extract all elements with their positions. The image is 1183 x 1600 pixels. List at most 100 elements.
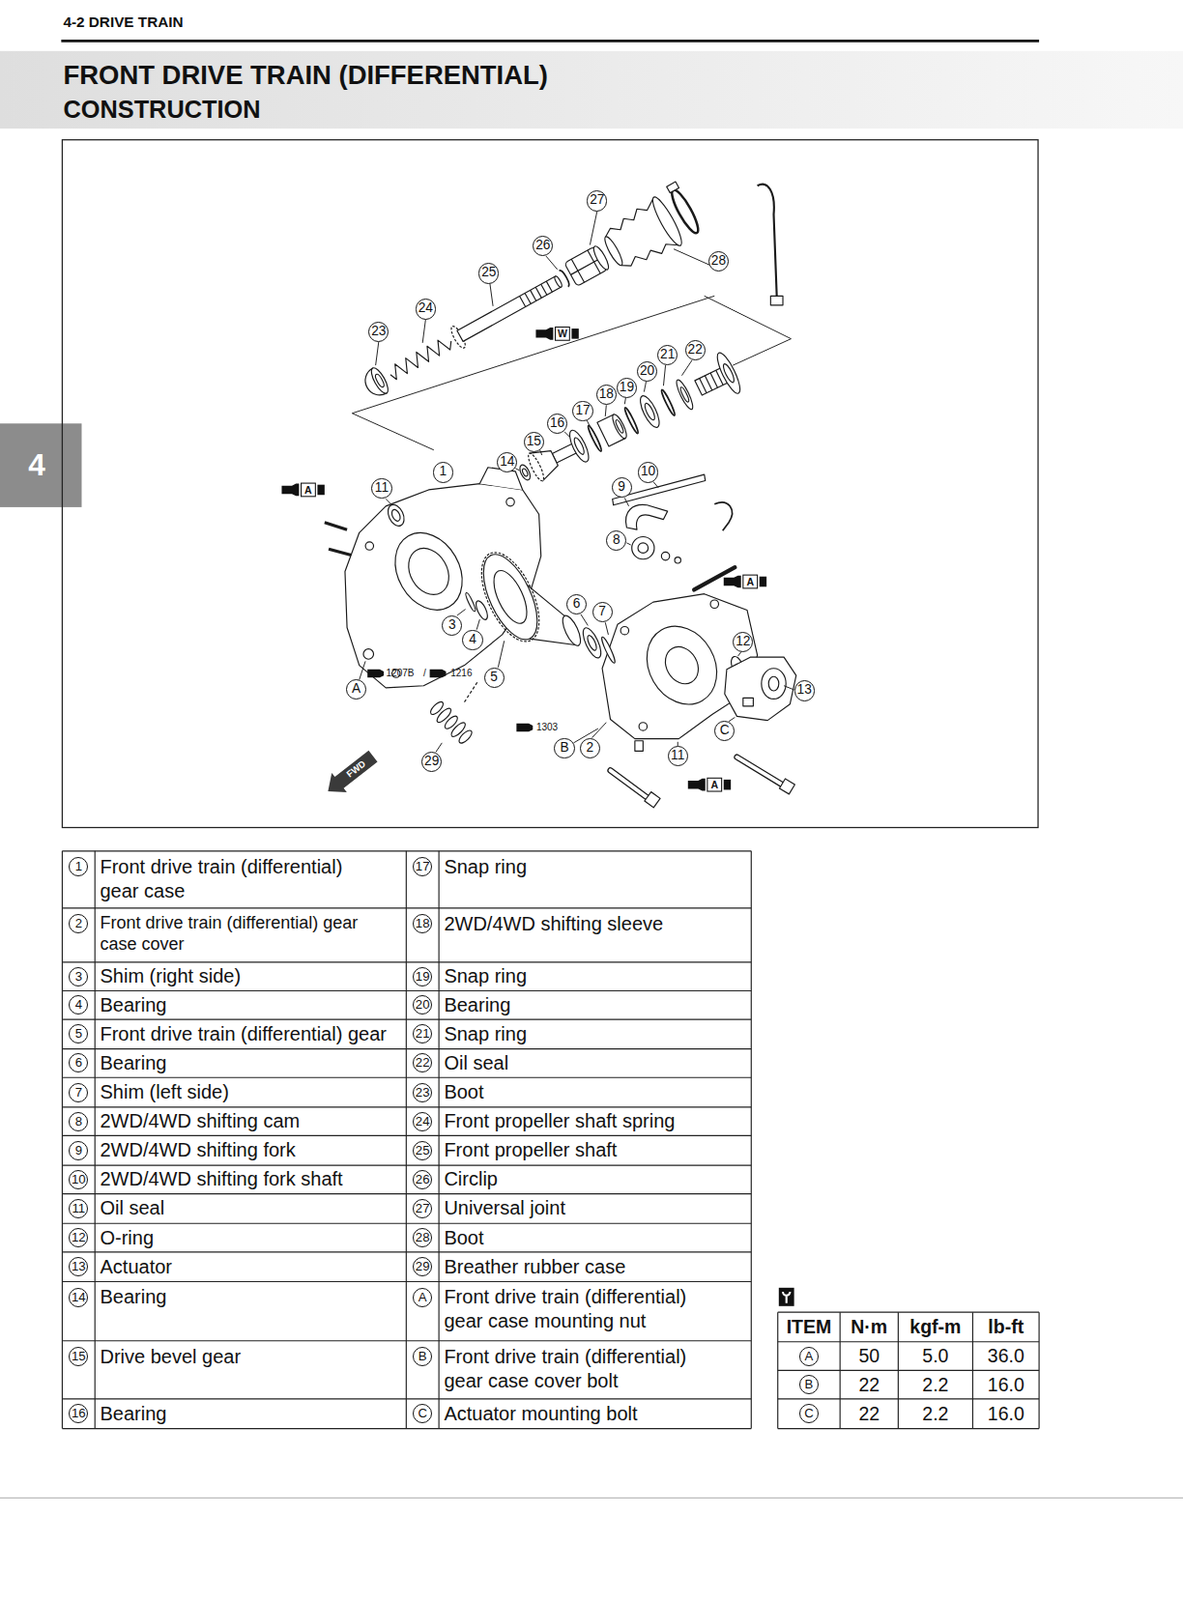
part-number: 12: [68, 1228, 88, 1248]
sealant-icon: [516, 723, 533, 732]
table-header: N·m: [850, 1316, 888, 1338]
pinion-parts: [623, 406, 640, 434]
callout-number: 15: [523, 432, 545, 453]
part-name: O-ring: [99, 1227, 154, 1250]
shift-parts: [714, 502, 732, 531]
part-name: Actuator mounting bolt: [443, 1403, 637, 1426]
callout-number: 14: [496, 452, 518, 473]
callout-number: 20: [636, 361, 658, 382]
propeller-shaft: [600, 197, 681, 276]
gear-case: [345, 484, 542, 689]
part-name: Oil seal: [443, 1052, 509, 1075]
section-heading: CONSTRUCTION: [62, 95, 260, 124]
propeller-shaft: [352, 181, 705, 412]
part-name: Universal joint: [443, 1197, 566, 1220]
gear-case-cover: [638, 722, 647, 731]
torque-value: 50: [858, 1345, 880, 1367]
shift-parts: [625, 504, 667, 530]
pinion-parts: [713, 350, 745, 397]
sealant-icon: [367, 669, 384, 678]
part-name: Front drive train (differential) gear ca…: [99, 855, 363, 904]
part-name: Bearing: [99, 994, 167, 1017]
grease-icon: [281, 484, 299, 497]
torque-table-grid: [778, 1312, 1039, 1429]
sealant-code: /: [423, 667, 427, 680]
part-number: 29: [412, 1257, 433, 1277]
part-name: Snap ring: [443, 965, 527, 988]
torque-table-grid: [778, 1312, 1039, 1429]
part-number: 16: [68, 1404, 88, 1424]
shift-parts: [637, 543, 649, 554]
gear-case: [506, 497, 515, 506]
callout-number: 10: [637, 461, 659, 483]
leader-lines: [375, 211, 711, 366]
callout-number: 24: [415, 298, 436, 319]
grease-icon: [317, 485, 324, 496]
actuator: [743, 697, 754, 706]
part-number: 11: [68, 1199, 88, 1219]
torque-value: 16.0: [987, 1374, 1025, 1396]
part-number: 26: [412, 1170, 433, 1190]
pinion-parts: [520, 467, 529, 477]
differential-gear: [579, 625, 606, 661]
part-number: 20: [412, 995, 433, 1015]
grease-icon: [281, 483, 324, 497]
part-number: 3: [68, 967, 88, 987]
grease-icon: [281, 327, 767, 793]
propeller-shaft: [666, 181, 680, 194]
page-frame: [0, 51, 1183, 129]
part-number: 8: [68, 1112, 88, 1132]
part-name: Front drive train (differential) gear ca…: [443, 1285, 707, 1334]
pinion-parts: [636, 393, 664, 431]
part-number: 17: [412, 857, 433, 877]
torque-icon: [779, 1288, 795, 1307]
part-name: Front drive train (differential) gear: [99, 1023, 386, 1046]
part-number: 6: [68, 1053, 88, 1073]
pinion-parts: [518, 463, 533, 483]
callout-number: 1: [432, 461, 454, 483]
forward-arrow: [320, 747, 381, 802]
part-name: Shim (left side): [99, 1081, 229, 1104]
part-name: Front propeller shaft spring: [443, 1110, 675, 1133]
part-name: Bearing: [99, 1403, 167, 1426]
grease-icon: [688, 778, 731, 792]
callout-number: 9: [611, 477, 633, 498]
gear-case-cover: [659, 640, 706, 691]
part-number: 4: [68, 995, 88, 1015]
pinion-parts: [525, 451, 547, 483]
torque-table-grid: [778, 1312, 1039, 1429]
actuator: [761, 668, 786, 700]
part-number: 27: [412, 1199, 433, 1219]
part-number: 1: [68, 857, 88, 877]
propeller-shaft: [553, 275, 564, 289]
grease-icon: [301, 483, 317, 497]
grease-icon: [743, 575, 758, 589]
grease-code: A: [710, 779, 719, 791]
bolts: [610, 770, 650, 800]
leader-lines: [385, 482, 659, 668]
part-name: Actuator: [99, 1256, 172, 1279]
callout-number: 29: [421, 751, 442, 773]
grease-icon: [571, 328, 578, 340]
pinion-parts: [642, 402, 657, 422]
section-tab: 4: [28, 447, 46, 483]
propeller-shaft: [602, 234, 626, 268]
callout-number: 19: [616, 377, 637, 399]
part-name: Bearing: [99, 1052, 167, 1075]
grease-icon: [707, 778, 722, 792]
part-name: Bearing: [99, 1285, 167, 1310]
callout-number: 22: [685, 340, 706, 361]
gear-case: [381, 520, 476, 623]
differential-gear: [473, 599, 491, 622]
part-number: 23: [412, 1083, 433, 1103]
callout-number: 6: [566, 594, 587, 615]
propeller-shaft: [648, 194, 687, 249]
leader-lines: [359, 652, 795, 752]
callout-number: 17: [572, 401, 593, 422]
torque-item: B: [799, 1375, 819, 1395]
callout-number: C: [714, 721, 735, 742]
differential-gear: [469, 544, 551, 651]
part-number: A: [412, 1288, 433, 1308]
pinion-parts: [597, 414, 626, 447]
callout-number: 21: [657, 345, 678, 366]
